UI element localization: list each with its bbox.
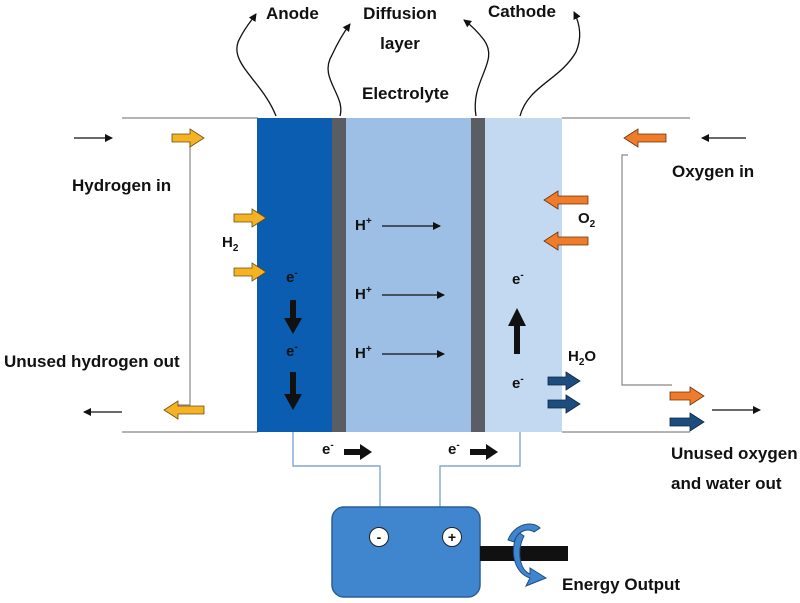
diffusion-pointer-arrow-right (463, 19, 490, 117)
electron-down-arrow (284, 372, 302, 410)
cathode-pointer-arrow (519, 11, 581, 117)
oxygen-block-arrow (543, 190, 589, 210)
unused-oxygen-label-line2: and water out (671, 474, 782, 493)
anode-label: Anode (266, 4, 319, 23)
diffusion-layer-label-line2: layer (380, 34, 420, 53)
electron-up-arrow (508, 308, 526, 354)
hydrogen-in-label: Hydrogen in (72, 176, 172, 195)
anode-circuit-wire (292, 432, 381, 507)
electron-label: e- (286, 268, 298, 286)
water-block-arrow (547, 394, 581, 414)
water-block-arrow (547, 371, 581, 391)
hydrogen-block-arrow (233, 262, 267, 282)
proton-label: H+ (355, 285, 372, 303)
proton-label: H+ (355, 344, 372, 362)
diffusion-layer-label-line1: Diffusion (363, 4, 437, 23)
cathode-circuit-wire (439, 432, 521, 507)
oxygen-block-arrow (623, 128, 667, 148)
oxygen-out-block-arrow (669, 386, 705, 406)
energy-output-shaft (480, 546, 568, 561)
electron-label: e- (512, 374, 524, 392)
electrolyte-layer (346, 118, 471, 432)
electron-label: e- (448, 440, 460, 458)
energy-output-rotation-arrow (513, 531, 548, 587)
anode-diffusion-layer (332, 118, 346, 432)
h2-label: H2 (222, 234, 239, 254)
electrolyte-label: Electrolyte (362, 84, 449, 103)
electron-label: e- (286, 342, 298, 360)
hydrogen-out-block-arrow (163, 400, 205, 420)
energy-output-label: Energy Output (562, 575, 681, 594)
diffusion-pointer-arrow (327, 23, 351, 117)
electron-down-arrow (284, 300, 302, 334)
battery-negative-terminal: - (369, 527, 389, 547)
cathode-diffusion-layer (471, 118, 485, 432)
water-out-block-arrow (669, 412, 705, 432)
unused-oxygen-label-line1: Unused oxygen (671, 444, 798, 463)
battery-body (331, 506, 481, 598)
hydrogen-block-arrow (233, 208, 267, 228)
energy-output-rotation-arrow-top (507, 523, 541, 543)
cathode-label: Cathode (488, 2, 556, 21)
proton-label: H+ (355, 216, 372, 234)
unused-hydrogen-out-label: Unused hydrogen out (4, 352, 180, 371)
h2o-label: H2O (568, 348, 597, 368)
oxygen-channel-bracket (621, 154, 672, 386)
oxygen-in-label: Oxygen in (672, 162, 755, 181)
o2-label: O2 (578, 210, 596, 230)
hydrogen-block-arrow (171, 128, 205, 148)
electron-label: e- (322, 440, 334, 458)
anode-pointer-arrow (236, 13, 277, 117)
electron-circuit-arrow (470, 444, 498, 460)
electron-label: e- (512, 270, 524, 288)
oxygen-block-arrow (543, 231, 589, 251)
electron-circuit-arrow (344, 444, 372, 460)
battery-positive-terminal: + (442, 527, 462, 547)
